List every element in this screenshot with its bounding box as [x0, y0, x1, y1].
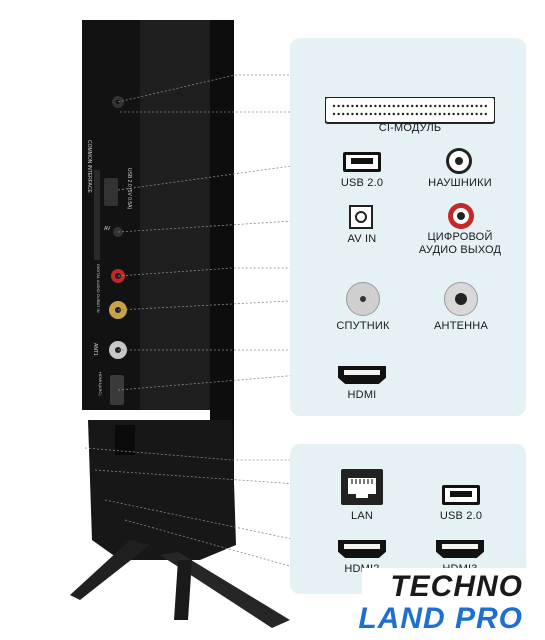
hdmi-icon-top: [338, 366, 386, 384]
usb-label-bottom: USB 2.0: [439, 510, 483, 522]
av-in-icon: [349, 205, 373, 229]
tv-label-av: AV: [104, 226, 111, 232]
usb-icon-bottom: [442, 485, 480, 505]
headphones-icon: [446, 148, 472, 174]
antenna-icon: [444, 282, 478, 316]
tv-label-usb: USB 2.0 (5V 0.5A): [126, 168, 132, 210]
brand-logo-line1: TECHNO: [390, 570, 523, 603]
lan-label: LAN: [351, 510, 373, 522]
hdmi2-icon: [338, 540, 386, 558]
satellite-label: СПУТНИК: [336, 320, 390, 332]
tv-label-ant: ANT1: [92, 343, 98, 356]
tv-label-sat: SAT IN: [96, 300, 101, 313]
usb-label-top: USB 2.0: [340, 177, 384, 189]
hdmi-label-top: HDMI: [347, 389, 377, 401]
ports-panel-top: [290, 38, 526, 416]
hdmi3-icon: [436, 540, 484, 558]
av-in-label: AV IN: [347, 233, 377, 245]
ci-module-label: CI-МОДУЛЬ: [378, 122, 442, 134]
digital-audio-label: ЦИФРОВОЙ АУДИО ВЫХОД: [410, 231, 510, 257]
brand-logo-line2: LAND PRO: [358, 602, 523, 635]
satellite-icon: [346, 282, 380, 316]
tv-label-hdmi-arc: HDMI1(ARC): [98, 372, 103, 396]
tv-label-common-interface: COMMON INTERFACE: [86, 140, 92, 193]
headphones-label: НАУШНИКИ: [428, 177, 492, 189]
usb-icon: [343, 152, 381, 172]
digital-audio-label-line1: ЦИФРОВОЙ: [427, 231, 493, 243]
tv-label-digital-audio: DIGITAL AUDIO OUT: [96, 264, 101, 303]
lan-icon: [341, 469, 383, 505]
antenna-label: АНТЕННА: [434, 320, 488, 332]
brand-backdrop: [362, 568, 540, 634]
digital-audio-icon: [448, 203, 474, 229]
ci-slot-icon: /* dots drawn statically */: [325, 97, 495, 124]
digital-audio-label-line2: АУДИО ВЫХОД: [418, 244, 502, 256]
